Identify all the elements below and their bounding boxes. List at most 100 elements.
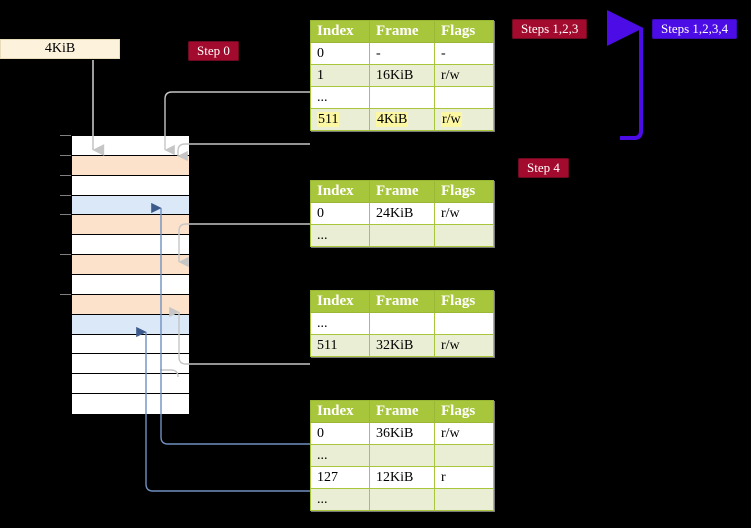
- table-cell-flags: [434, 86, 494, 109]
- physical-memory-column: [71, 135, 190, 415]
- table-cell-flags: [434, 312, 494, 335]
- table-cell-flags: [434, 488, 494, 511]
- column-header-flags: Flags: [434, 290, 494, 313]
- table-row: ...: [310, 488, 494, 511]
- table-cell-index: ...: [310, 312, 370, 335]
- highlighted-value: 4KiB: [376, 111, 409, 127]
- table-cell-index: ...: [310, 488, 370, 511]
- memory-frame-row: [72, 374, 189, 395]
- memory-scale-tick: [60, 174, 71, 176]
- memory-frame-row: [72, 314, 189, 335]
- table-row: ...: [310, 224, 494, 247]
- table-cell-flags: r/w: [434, 202, 494, 225]
- badge-steps-1-2-3: Steps 1,2,3: [512, 19, 588, 39]
- table-cell-index: 511: [310, 108, 370, 131]
- memory-frame-row: [72, 294, 189, 315]
- table-cell-flags: r/w: [434, 108, 494, 131]
- table-row: 511 4KiB r/w: [310, 108, 494, 131]
- column-header-frame: Frame: [369, 400, 435, 423]
- table-cell-frame: [369, 86, 435, 109]
- column-header-flags: Flags: [434, 20, 494, 43]
- memory-frame-row: [72, 215, 189, 236]
- table-cell-flags: -: [434, 42, 494, 65]
- table-cell-index: 1: [310, 64, 370, 87]
- table-cell-frame: 32KiB: [369, 334, 435, 357]
- memory-frame-row: [72, 136, 189, 156]
- table-cell-flags: r/w: [434, 334, 494, 357]
- column-header-index: Index: [310, 20, 370, 43]
- column-header-flags: Flags: [434, 180, 494, 203]
- table-cell-index: 127: [310, 466, 370, 489]
- badge-steps-1-2-3-4: Steps 1,2,3,4: [652, 19, 738, 39]
- highlighted-value: r/w: [441, 111, 462, 127]
- column-header-frame: Frame: [369, 290, 435, 313]
- memory-scale-tick: [60, 214, 71, 216]
- memory-frame-row: [72, 334, 189, 355]
- table-row: ...: [310, 444, 494, 467]
- memory-frame-row: [72, 175, 189, 196]
- memory-scale-tick: [60, 154, 71, 156]
- memory-scale-tick: [60, 254, 71, 256]
- bracket-steps-1-2-3-4: [607, 10, 644, 140]
- table-cell-flags: [434, 444, 494, 467]
- connector-pt0-row511-to-memory: [177, 143, 310, 162]
- table-cell-index: ...: [310, 444, 370, 467]
- table-cell-index: 0: [310, 422, 370, 445]
- connector-pt1-row0-to-memory: [178, 223, 310, 268]
- table-cell-frame: 4KiB: [369, 108, 435, 131]
- table-cell-frame: [369, 312, 435, 335]
- table-row: ...: [310, 312, 494, 335]
- memory-frame-row: [72, 394, 189, 414]
- table-cell-frame: [369, 444, 435, 467]
- column-header-index: Index: [310, 290, 370, 313]
- column-header-frame: Frame: [369, 180, 435, 203]
- table-cell-flags: r/w: [434, 64, 494, 87]
- table-cell-frame: 16KiB: [369, 64, 435, 87]
- column-header-index: Index: [310, 180, 370, 203]
- connector-pt2-row511-to-memory: [169, 306, 310, 365]
- table-cell-flags: [434, 224, 494, 247]
- table-cell-index: 511: [310, 334, 370, 357]
- badge-step-4: Step 4: [518, 158, 569, 178]
- highlighted-value: 511: [317, 111, 340, 127]
- table-cell-index: ...: [310, 224, 370, 247]
- memory-frame-row: [72, 275, 189, 295]
- memory-frame-row: [72, 155, 189, 176]
- badge-step-0: Step 0: [188, 41, 239, 61]
- memory-frame-row: [72, 354, 189, 375]
- frame-size-label: 4KiB: [0, 39, 120, 59]
- table-cell-index: ...: [310, 86, 370, 109]
- column-header-index: Index: [310, 400, 370, 423]
- table-cell-flags: r: [434, 466, 494, 489]
- column-header-flags: Flags: [434, 400, 494, 423]
- memory-frame-row: [72, 255, 189, 275]
- table-cell-frame: 36KiB: [369, 422, 435, 445]
- table-cell-frame: [369, 224, 435, 247]
- memory-scale-tick: [60, 293, 71, 295]
- table-cell-frame: 24KiB: [369, 202, 435, 225]
- table-cell-frame: 12KiB: [369, 466, 435, 489]
- table-cell-flags: r/w: [434, 422, 494, 445]
- memory-frame-row: [72, 195, 189, 216]
- column-header-frame: Frame: [369, 20, 435, 43]
- table-row: ...: [310, 86, 494, 109]
- table-cell-index: 0: [310, 42, 370, 65]
- memory-scale-tick: [60, 135, 71, 136]
- table-cell-frame: -: [369, 42, 435, 65]
- table-cell-frame: [369, 488, 435, 511]
- memory-scale-tick: [60, 194, 71, 196]
